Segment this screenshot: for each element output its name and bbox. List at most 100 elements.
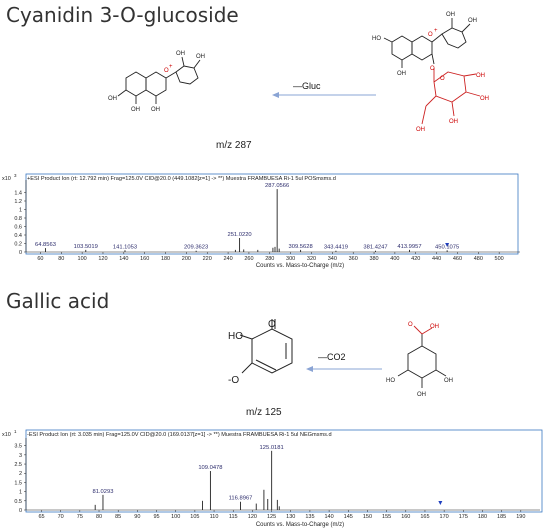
x-tick-label: 380 bbox=[369, 256, 378, 262]
x-tick-label: 180 bbox=[478, 514, 487, 520]
atom-label: OH bbox=[416, 127, 425, 133]
atom-label: OH bbox=[480, 96, 489, 102]
scale-label: x10 bbox=[2, 432, 11, 438]
atom-label: HO bbox=[386, 378, 395, 384]
x-tick-label: 185 bbox=[497, 514, 506, 520]
x-tick-label: 480 bbox=[474, 256, 483, 262]
x-tick-label: 200 bbox=[182, 256, 191, 262]
atom-label: O bbox=[164, 68, 169, 74]
x-tick-label: 400 bbox=[390, 256, 399, 262]
x-tick-label: 100 bbox=[78, 256, 87, 262]
atom-label: OH bbox=[446, 12, 455, 18]
x-tick-label: 280 bbox=[265, 256, 274, 262]
compound-title-1: Cyanidin 3-O-glucoside bbox=[6, 3, 239, 27]
peak-label: 413.9957 bbox=[397, 244, 421, 250]
y-tick-label: 1.4 bbox=[14, 191, 22, 197]
x-tick-label: 125 bbox=[267, 514, 276, 520]
x-tick-label: 105 bbox=[190, 514, 199, 520]
ms-spectrum-1: +ESI Product Ion (rt: 12.792 min) Frag=1… bbox=[0, 166, 550, 270]
y-tick-label: 3.5 bbox=[14, 444, 22, 450]
x-tick-label: 80 bbox=[58, 256, 64, 262]
peak-label: 141.1053 bbox=[113, 244, 137, 250]
gallic-acid-structure: O OH HO OH OH bbox=[386, 322, 453, 398]
peak-label: 309.5628 bbox=[289, 244, 313, 250]
peak-label: 103.5019 bbox=[74, 244, 98, 250]
fragment-mz-label-2: m/z 125 bbox=[246, 407, 282, 418]
spectrum-header: +ESI Product Ion (rt: 12.792 min) Frag=1… bbox=[27, 176, 336, 182]
atom-label: OH bbox=[151, 107, 160, 113]
scale-exponent: 1 bbox=[14, 429, 17, 434]
atom-label: OH bbox=[430, 324, 439, 330]
precursor-marker bbox=[445, 243, 450, 247]
peak-label: 343.4419 bbox=[324, 245, 348, 251]
peak-label: 450.1075 bbox=[435, 244, 459, 250]
x-axis-title: Counts vs. Mass-to-Charge (m/z) bbox=[256, 263, 344, 269]
atom-label: OH bbox=[176, 51, 185, 57]
atom-label: OH bbox=[444, 378, 453, 384]
atom-label: OH bbox=[108, 96, 117, 102]
x-tick-label: 460 bbox=[453, 256, 462, 262]
y-tick-label: 0.2 bbox=[14, 242, 22, 248]
spectrum-1-svg: x10 3 Counts vs. Mass-to-Charge (m/z) 60… bbox=[2, 173, 520, 269]
x-tick-label: 70 bbox=[58, 514, 64, 520]
atom-label: OH bbox=[468, 18, 477, 24]
atom-label: OH bbox=[417, 392, 426, 398]
y-tick-label: 0.8 bbox=[14, 216, 22, 222]
atom-label: OH bbox=[196, 54, 205, 60]
y-tick-label: 2.5 bbox=[14, 462, 22, 468]
peak-label: 287.0566 bbox=[265, 183, 289, 189]
x-tick-label: 160 bbox=[140, 256, 149, 262]
x-tick-label: 100 bbox=[171, 514, 180, 520]
y-tick-label: 0.5 bbox=[14, 499, 22, 505]
x-tick-label: 60 bbox=[37, 256, 43, 262]
x-tick-label: 95 bbox=[153, 514, 159, 520]
x-tick-label: 160 bbox=[401, 514, 410, 520]
y-tick-label: 2 bbox=[19, 471, 22, 477]
x-tick-label: 140 bbox=[119, 256, 128, 262]
x-tick-label: 115 bbox=[229, 514, 238, 520]
atom-label: -O bbox=[228, 375, 239, 386]
y-tick-label: 0.6 bbox=[14, 225, 22, 231]
ms-spectrum-2: -ESI Product Ion (rt: 3.035 min) Frag=12… bbox=[0, 428, 550, 531]
y-tick-label: 1.2 bbox=[14, 199, 22, 205]
atom-label: OH bbox=[397, 71, 406, 77]
peak-label: 64.8563 bbox=[35, 242, 56, 248]
x-tick-label: 75 bbox=[77, 514, 83, 520]
loss-arrow-icon bbox=[272, 92, 376, 98]
y-tick-label: 1 bbox=[19, 208, 22, 214]
x-tick-label: 80 bbox=[96, 514, 102, 520]
cyanidin-aglycone-structure: OH OH OH OH OH O + bbox=[108, 51, 205, 113]
x-tick-label: 90 bbox=[134, 514, 140, 520]
x-tick-label: 180 bbox=[161, 256, 170, 262]
atom-label: + bbox=[169, 64, 173, 70]
atom-label: OH bbox=[449, 119, 458, 125]
scale-label: x10 bbox=[2, 176, 11, 182]
x-tick-label: 165 bbox=[420, 514, 429, 520]
atom-label: O bbox=[430, 66, 435, 72]
spectrum-2-svg: x10 1 Counts vs. Mass-to-Charge (m/z) 65… bbox=[2, 429, 543, 528]
x-tick-label: 145 bbox=[344, 514, 353, 520]
x-tick-label: 260 bbox=[244, 256, 253, 262]
atom-label: O bbox=[440, 76, 445, 82]
x-tick-label: 155 bbox=[382, 514, 391, 520]
fragment-mz-label-1: m/z 287 bbox=[216, 140, 252, 151]
x-tick-label: 140 bbox=[325, 514, 334, 520]
x-tick-label: 120 bbox=[248, 514, 257, 520]
peak-label: 81.0293 bbox=[92, 489, 113, 495]
x-tick-label: 420 bbox=[411, 256, 420, 262]
x-axis-title: Counts vs. Mass-to-Charge (m/z) bbox=[256, 522, 344, 528]
neutral-loss-label-2: —CO2 bbox=[318, 352, 346, 362]
x-tick-label: 240 bbox=[223, 256, 232, 262]
x-tick-label: 120 bbox=[98, 256, 107, 262]
y-tick-label: 1.5 bbox=[14, 480, 22, 486]
peak-label: 125.0181 bbox=[260, 445, 284, 451]
scale-exponent: 3 bbox=[14, 173, 17, 178]
x-tick-label: 85 bbox=[115, 514, 121, 520]
x-tick-label: 130 bbox=[286, 514, 295, 520]
y-tick-label: 0 bbox=[19, 250, 22, 256]
x-tick-label: 360 bbox=[349, 256, 358, 262]
peak-label: 116.8967 bbox=[229, 496, 253, 502]
loss-arrow-icon bbox=[306, 366, 382, 372]
atom-label: OH bbox=[131, 107, 140, 113]
atom-label: HO bbox=[372, 36, 381, 42]
